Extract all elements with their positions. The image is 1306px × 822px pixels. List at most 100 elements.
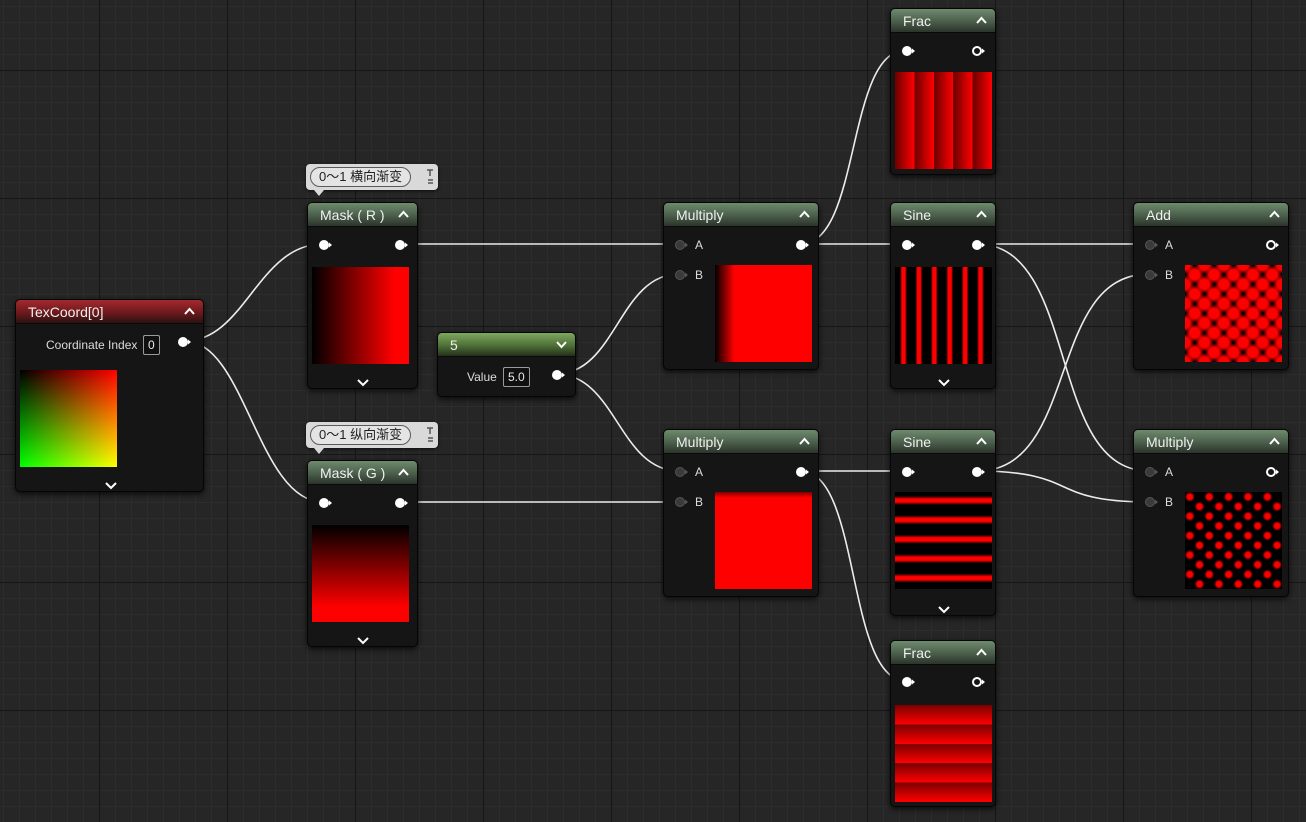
sine-bottom-preview [895, 492, 992, 589]
input-pin-a[interactable] [674, 466, 688, 478]
texcoord-preview [20, 370, 117, 467]
mask-g-node[interactable]: Mask ( G ) [307, 460, 418, 647]
input-pin[interactable] [901, 239, 915, 251]
collapse-icon[interactable] [398, 467, 409, 478]
output-pin[interactable] [971, 239, 985, 251]
expand-icon[interactable] [357, 632, 369, 645]
texcoord-node[interactable]: TexCoord[0] Coordinate Index 0 [15, 299, 204, 492]
mask-r-comment-text: 0～1 横向渐变 [310, 167, 412, 187]
sine-top-node[interactable]: Sine [890, 202, 996, 389]
sine-bottom-node-header[interactable]: Sine [891, 430, 995, 454]
output-pin[interactable] [551, 369, 565, 381]
output-pin[interactable] [971, 466, 985, 478]
wire-texcoord-to-mask-g [184, 340, 324, 503]
pin-comment-icon[interactable] [425, 166, 435, 186]
collapse-icon[interactable] [976, 647, 987, 658]
output-pin[interactable] [795, 239, 809, 251]
multiply-top-node[interactable]: Multiply A B [663, 202, 819, 370]
multiply-bottom-node[interactable]: Multiply A B [663, 429, 819, 597]
sine-top-node-header[interactable]: Sine [891, 203, 995, 227]
texcoord-node-title: TexCoord[0] [28, 304, 104, 320]
output-pin[interactable] [1265, 239, 1279, 251]
mask-r-node[interactable]: Mask ( R ) [307, 202, 418, 389]
mask-g-comment-text: 0～1 纵向渐变 [310, 425, 412, 445]
mask-r-node-title: Mask ( R ) [320, 207, 385, 223]
collapse-icon[interactable] [976, 15, 987, 26]
input-pin-a[interactable] [674, 239, 688, 251]
collapse-icon[interactable] [976, 209, 987, 220]
multiply-top-node-title: Multiply [676, 207, 724, 223]
comment-tail [314, 190, 324, 196]
pin-a-label: A [695, 465, 704, 479]
coordinate-index-label: Coordinate Index [46, 338, 138, 352]
expand-icon[interactable] [357, 374, 369, 387]
comment-tail [314, 448, 324, 454]
constant-node-header[interactable]: 5 [438, 333, 575, 357]
collapse-icon[interactable] [799, 436, 810, 447]
frac-top-node-header[interactable]: Frac [891, 9, 995, 33]
wire-sine-bottom-to-multiply-result-b [976, 470, 1150, 503]
multiply-bottom-node-header[interactable]: Multiply [664, 430, 818, 454]
input-pin[interactable] [318, 239, 332, 251]
input-pin-b[interactable] [674, 496, 688, 508]
input-pin-a[interactable] [1144, 466, 1158, 478]
multiply-bottom-node-title: Multiply [676, 434, 724, 450]
mask-r-node-header[interactable]: Mask ( R ) [308, 203, 417, 227]
sine-top-preview [895, 267, 992, 364]
mask-r-comment[interactable]: 0～1 横向渐变 [306, 164, 438, 196]
add-node[interactable]: Add A B [1133, 202, 1289, 370]
input-pin[interactable] [318, 497, 332, 509]
frac-bottom-node-title: Frac [903, 645, 931, 661]
expand-icon[interactable] [938, 601, 950, 614]
frac-bottom-node-header[interactable]: Frac [891, 641, 995, 665]
wire-sine-top-to-multiply-result-a [976, 243, 1150, 472]
mask-g-node-header[interactable]: Mask ( G ) [308, 461, 417, 485]
frac-top-node[interactable]: Frac [890, 8, 996, 175]
sine-bottom-node[interactable]: Sine [890, 429, 996, 616]
output-pin[interactable] [795, 466, 809, 478]
output-pin[interactable] [394, 497, 408, 509]
constant-node[interactable]: 5 Value 5.0 [437, 332, 576, 397]
expand-icon[interactable] [105, 477, 117, 490]
output-pin[interactable] [177, 336, 191, 348]
pin-a-label: A [695, 238, 704, 252]
pin-a-label: A [1165, 238, 1174, 252]
collapse-icon[interactable] [799, 209, 810, 220]
input-pin[interactable] [901, 466, 915, 478]
constant-node-title: 5 [450, 337, 458, 353]
multiply-top-node-header[interactable]: Multiply [664, 203, 818, 227]
mask-r-preview [312, 267, 409, 364]
chevron-down-icon[interactable] [556, 339, 567, 350]
input-pin-b[interactable] [1144, 496, 1158, 508]
expand-icon[interactable] [938, 374, 950, 387]
value-field[interactable]: 5.0 [503, 367, 530, 387]
input-pin-b[interactable] [674, 269, 688, 281]
output-pin[interactable] [971, 45, 985, 57]
output-pin[interactable] [394, 239, 408, 251]
input-pin[interactable] [901, 676, 915, 688]
pin-comment-icon[interactable] [425, 424, 435, 444]
texcoord-node-header[interactable]: TexCoord[0] [16, 300, 203, 324]
coordinate-index-field[interactable]: 0 [143, 335, 160, 355]
pin-b-label: B [1165, 268, 1174, 282]
input-pin[interactable] [901, 45, 915, 57]
multiply-result-preview [1185, 492, 1282, 589]
output-pin[interactable] [971, 676, 985, 688]
wire-texcoord-to-mask-r [184, 243, 324, 342]
collapse-icon[interactable] [1269, 209, 1280, 220]
pin-b-label: B [695, 268, 704, 282]
collapse-icon[interactable] [184, 306, 195, 317]
output-pin[interactable] [1265, 466, 1279, 478]
frac-bottom-node[interactable]: Frac [890, 640, 996, 807]
multiply-result-node-header[interactable]: Multiply [1134, 430, 1288, 454]
add-node-header[interactable]: Add [1134, 203, 1288, 227]
collapse-icon[interactable] [976, 436, 987, 447]
collapse-icon[interactable] [398, 209, 409, 220]
input-pin-b[interactable] [1144, 269, 1158, 281]
mask-g-preview [312, 525, 409, 622]
mask-g-comment[interactable]: 0～1 纵向渐变 [306, 422, 438, 454]
multiply-result-node[interactable]: Multiply A B [1133, 429, 1289, 597]
collapse-icon[interactable] [1269, 436, 1280, 447]
sine-bottom-node-title: Sine [903, 434, 932, 450]
input-pin-a[interactable] [1144, 239, 1158, 251]
